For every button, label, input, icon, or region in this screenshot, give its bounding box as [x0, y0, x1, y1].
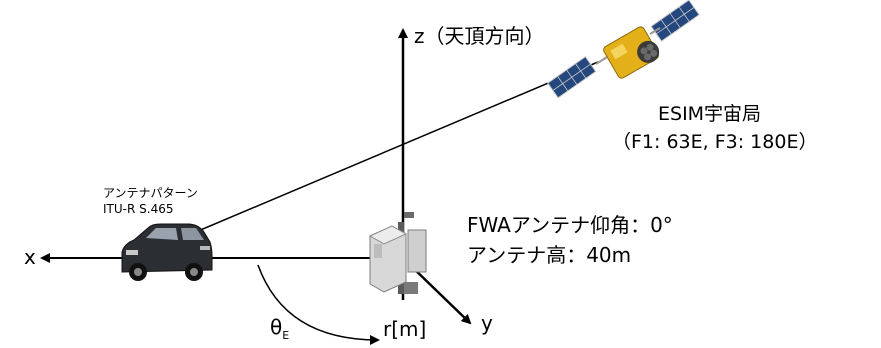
- fwa-antenna-icon: [368, 212, 427, 294]
- vehicle-label-line2: ITU-R S.465: [103, 202, 174, 216]
- x-axis-label: x: [24, 245, 36, 269]
- theta-arc: [257, 264, 380, 345]
- fwa-height-label: アンテナ高：40m: [467, 243, 632, 267]
- r-label: r[m]: [383, 317, 427, 341]
- satellite-label: ESIM宇宙局: [658, 103, 762, 125]
- satellite-positions: （F1: 63E, F3: 180E）: [612, 131, 818, 153]
- satellite-icon: [547, 0, 700, 99]
- line-of-sight: [164, 61, 599, 246]
- z-axis-label: z（天頂方向）: [414, 24, 545, 48]
- theta-symbol: θ: [270, 315, 283, 339]
- y-axis-label: y: [481, 311, 493, 335]
- theta-label: θE: [270, 315, 290, 342]
- vehicle-label-line1: アンテナパターン: [103, 186, 198, 200]
- y-axis: [409, 264, 472, 325]
- theta-subscript: E: [282, 329, 290, 342]
- car-icon: [121, 223, 213, 281]
- fwa-elevation-label: FWAアンテナ仰角：0°: [467, 213, 673, 237]
